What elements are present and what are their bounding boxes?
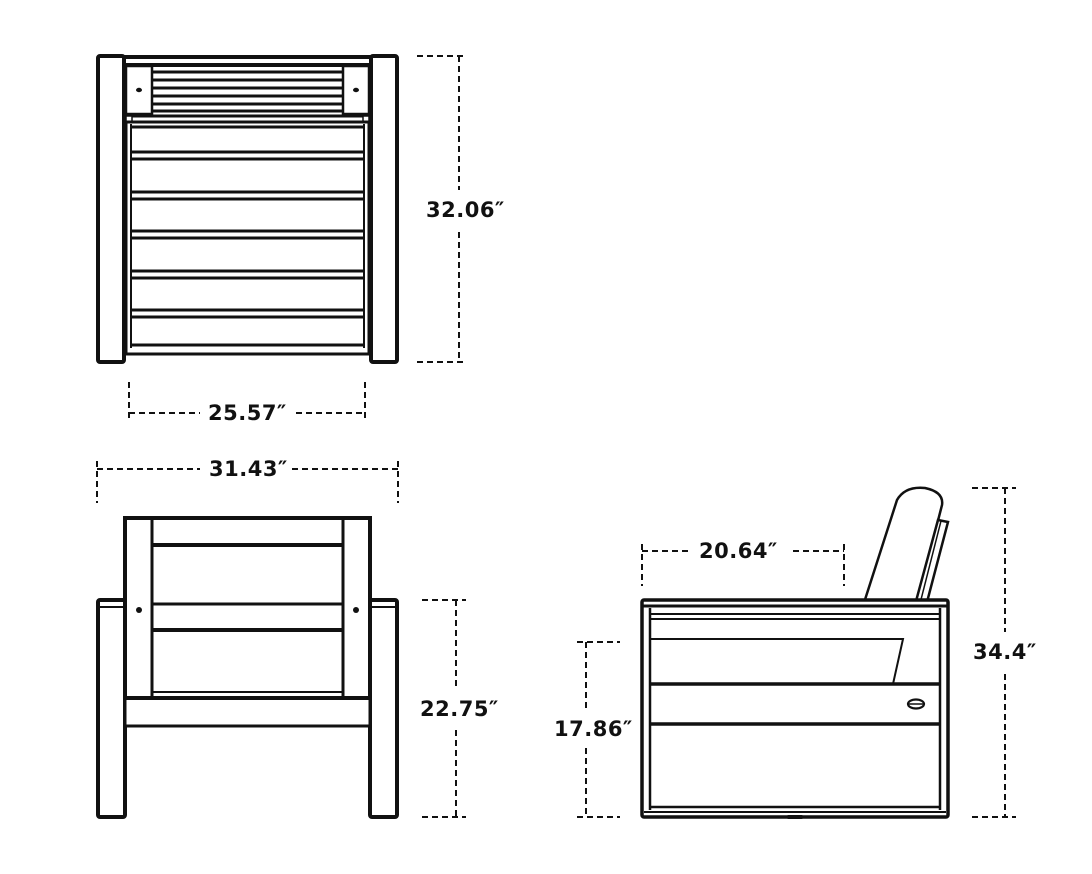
dimension-line-overall-height bbox=[972, 487, 1016, 818]
top-seat-slats bbox=[131, 125, 364, 347]
dimension-line-depth bbox=[417, 55, 466, 363]
top-back-slats bbox=[151, 65, 345, 117]
dimension-line-seat-height bbox=[577, 641, 620, 818]
side-view bbox=[577, 486, 1016, 819]
bolt-icon bbox=[353, 87, 359, 93]
bolt-icon bbox=[136, 607, 142, 613]
side-frame bbox=[640, 598, 950, 819]
dimension-line-arm-height bbox=[422, 599, 466, 818]
dimension-line-seat-depth bbox=[641, 544, 845, 586]
dimension-label-seat-height: 17.86″ bbox=[552, 717, 635, 741]
dimension-label-depth: 32.06″ bbox=[424, 198, 507, 222]
dimension-label-overall-width: 31.43″ bbox=[207, 457, 290, 481]
dimension-label-seat-depth: 20.64″ bbox=[697, 539, 780, 563]
bolt-icon bbox=[136, 87, 142, 93]
dimension-label-seat-width: 25.57″ bbox=[206, 401, 289, 425]
front-back-frame bbox=[123, 516, 372, 700]
top-left-arm bbox=[96, 54, 126, 364]
top-view bbox=[96, 54, 466, 422]
front-apron bbox=[123, 696, 372, 728]
dimension-line-seat-width bbox=[128, 382, 366, 422]
dimension-label-arm-height: 22.75″ bbox=[418, 697, 501, 721]
dimension-label-overall-height: 34.4″ bbox=[971, 640, 1039, 664]
foot-glide bbox=[787, 815, 803, 819]
top-right-arm bbox=[369, 54, 399, 364]
bolt-icon bbox=[353, 607, 359, 613]
front-view bbox=[96, 461, 466, 819]
dimension-line-overall-width bbox=[96, 461, 399, 503]
front-right-arm bbox=[368, 598, 399, 819]
front-left-arm bbox=[96, 598, 127, 819]
